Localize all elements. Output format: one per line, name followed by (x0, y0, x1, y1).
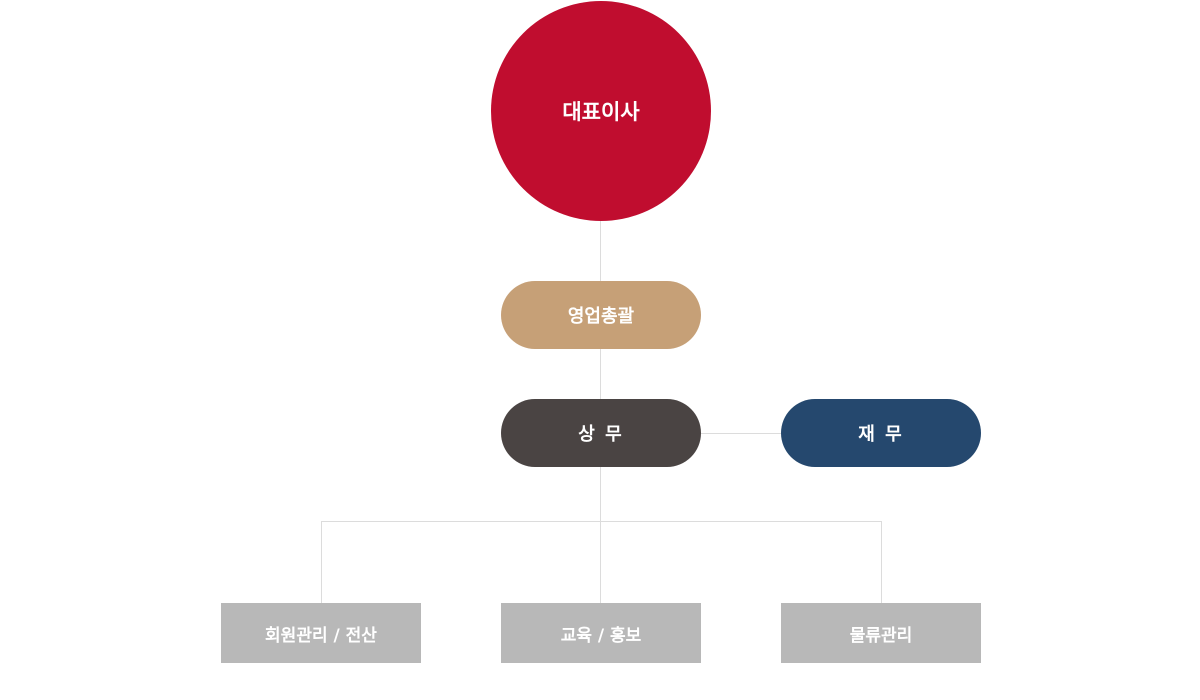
connector-ceo-to-sales-head (600, 221, 601, 281)
connector-executive-down (600, 467, 601, 522)
executive-label: 상 무 (578, 424, 624, 445)
sales-head-label: 영업총괄 (567, 306, 635, 327)
connector-to-dept-2 (600, 521, 601, 603)
department-label: 물류관리 (849, 625, 913, 646)
department-label: 회원관리 / 전산 (265, 625, 377, 646)
connector-executive-to-finance (701, 433, 781, 434)
sales-head-node: 영업총괄 (501, 281, 701, 349)
department-node-member-it: 회원관리 / 전산 (221, 603, 421, 663)
connector-to-dept-1 (321, 521, 322, 603)
connector-to-dept-3 (881, 521, 882, 603)
connector-sales-head-to-executive (600, 349, 601, 399)
ceo-label: 대표이사 (562, 100, 640, 124)
connector-branch-horizontal (321, 521, 882, 522)
department-node-education-pr: 교육 / 홍보 (501, 603, 701, 663)
executive-node: 상 무 (501, 399, 701, 467)
ceo-node: 대표이사 (491, 1, 711, 221)
department-node-logistics: 물류관리 (781, 603, 981, 663)
finance-label: 재 무 (858, 424, 904, 445)
department-label: 교육 / 홍보 (560, 625, 642, 646)
finance-node: 재 무 (781, 399, 981, 467)
